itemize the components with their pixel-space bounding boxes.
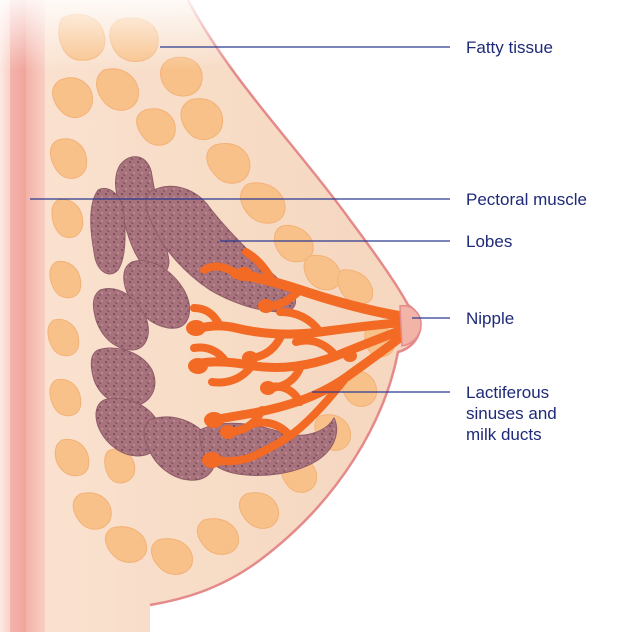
nipple	[400, 306, 421, 346]
label-lactiferous-sinuses: Lactiferous sinuses and milk ducts	[466, 382, 557, 445]
label-fatty-tissue: Fatty tissue	[466, 37, 553, 58]
label-lobes: Lobes	[466, 231, 512, 252]
label-nipple: Nipple	[466, 308, 514, 329]
label-pectoral-muscle: Pectoral muscle	[466, 189, 587, 210]
